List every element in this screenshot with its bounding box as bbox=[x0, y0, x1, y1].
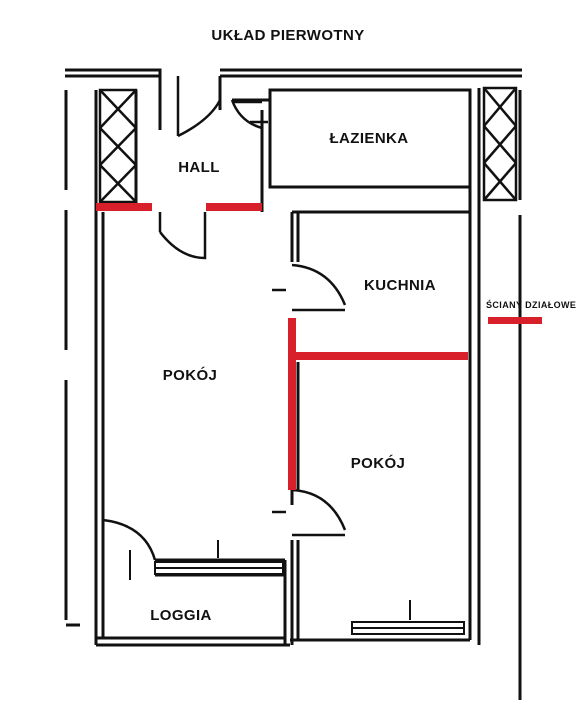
window-loggia bbox=[154, 561, 284, 575]
window-right-room bbox=[351, 600, 465, 635]
room-label-hall: HALL bbox=[178, 159, 220, 176]
door-loggia bbox=[102, 518, 157, 561]
partition-walls bbox=[96, 203, 468, 490]
door-bathroom bbox=[230, 99, 268, 130]
door-kitchen bbox=[272, 263, 347, 312]
legend-swatch bbox=[488, 317, 542, 324]
window-loggia-top bbox=[129, 540, 219, 580]
room-label-pokoj-right: POKÓJ bbox=[351, 454, 406, 472]
door-right-room bbox=[272, 488, 347, 537]
legend: ŚCIANY DZIAŁOWE bbox=[486, 299, 576, 324]
interior-walls bbox=[66, 76, 472, 645]
door-entrance bbox=[176, 76, 222, 138]
vent-shaft-right bbox=[482, 86, 518, 202]
vent-shaft-left bbox=[98, 88, 138, 204]
room-label-loggia: LOGGIA bbox=[150, 607, 212, 624]
room-label-pokoj-left: POKÓJ bbox=[163, 366, 218, 384]
legend-label: ŚCIANY DZIAŁOWE bbox=[486, 299, 576, 310]
plan-title: UKŁAD PIERWOTNY bbox=[211, 27, 364, 44]
room-label-lazienka: ŁAZIENKA bbox=[329, 130, 408, 147]
room-label-kuchnia: KUCHNIA bbox=[364, 277, 436, 294]
door-hall-to-room bbox=[158, 212, 207, 260]
